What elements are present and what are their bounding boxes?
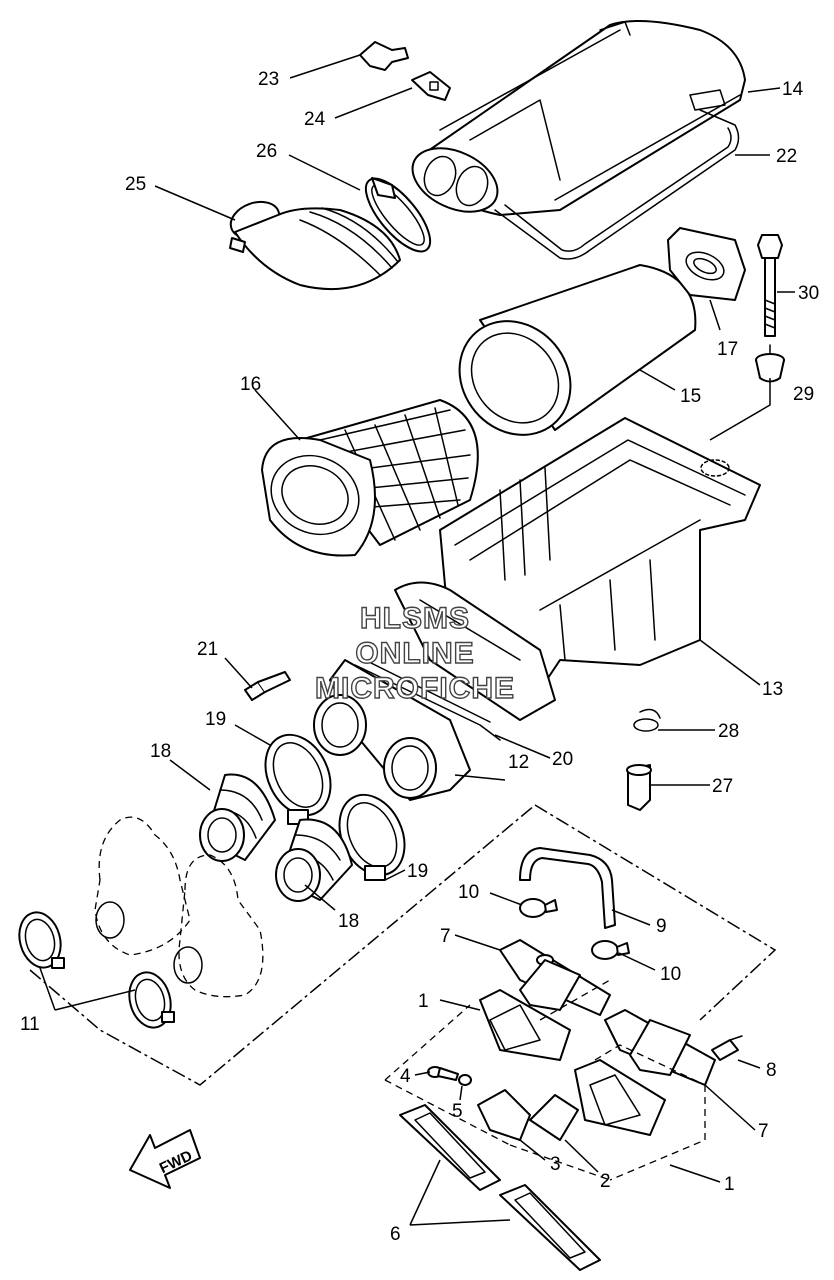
assembly-boundary — [29, 804, 777, 1181]
hose-clip-10-upper — [519, 898, 558, 918]
gasket-20 — [354, 659, 501, 741]
callout-4: 4 — [400, 1066, 411, 1087]
clamp-11-right — [128, 971, 175, 1029]
callout-27: 27 — [712, 776, 733, 797]
screw-4 — [427, 1066, 459, 1081]
carb-joint-18-upper — [199, 773, 276, 862]
watermark-line-3: MICROFICHE — [315, 672, 515, 705]
air-box-case — [394, 417, 761, 721]
screw-21 — [244, 671, 291, 701]
cover-gasket — [494, 109, 740, 260]
callout-11: 11 — [20, 1014, 40, 1035]
callout-19-upper: 19 — [205, 709, 226, 730]
intake-duct — [229, 200, 401, 291]
reed-valve-1-lower — [574, 1059, 666, 1136]
duct-band — [364, 177, 432, 253]
clamp-11-left — [18, 911, 65, 969]
callout-7-lower: 7 — [758, 1121, 769, 1142]
air-box-cover — [411, 20, 746, 216]
clamp-19-upper — [264, 733, 332, 825]
callout-21: 21 — [197, 639, 218, 660]
washer-5 — [458, 1074, 472, 1086]
carburetor-outline — [94, 816, 264, 998]
callout-30: 30 — [798, 283, 819, 304]
callout-17: 17 — [717, 339, 738, 360]
forward-arrow: FWD — [129, 1129, 201, 1189]
callout-15: 15 — [680, 386, 701, 407]
callout-7-upper: 7 — [440, 926, 451, 947]
callout-28: 28 — [718, 721, 739, 742]
reed-stopper-3 — [477, 1089, 531, 1141]
clip-23 — [359, 41, 409, 71]
grommet-29 — [755, 344, 785, 383]
callout-1-upper: 1 — [418, 991, 429, 1012]
callout-8: 8 — [766, 1060, 777, 1081]
plug-27 — [626, 764, 652, 811]
callout-24: 24 — [304, 109, 326, 130]
callout-10-lower: 10 — [660, 964, 681, 985]
callout-23: 23 — [258, 69, 279, 90]
callout-18-upper: 18 — [150, 741, 171, 762]
callout-29: 29 — [793, 384, 814, 405]
seal-17 — [667, 227, 746, 301]
reed-manifold-7-lower — [604, 1009, 716, 1086]
bolt-30 — [757, 234, 783, 337]
bolt-8 — [711, 1035, 743, 1061]
hose-clip-10-lower — [591, 940, 630, 960]
reed-petal-2 — [529, 1094, 579, 1141]
breather-pipe — [519, 847, 616, 929]
reed-valve-1-upper — [479, 989, 571, 1061]
callout-25: 25 — [125, 174, 146, 195]
callout-19-lower: 19 — [407, 861, 428, 882]
callout-26: 26 — [256, 141, 277, 162]
callout-labels: 23 24 14 26 22 25 30 17 16 15 29 13 21 1… — [20, 69, 819, 1245]
callout-14: 14 — [782, 79, 804, 100]
callout-2: 2 — [600, 1171, 611, 1192]
watermark-line-2: ONLINE — [355, 637, 474, 670]
callout-18-lower: 18 — [338, 911, 359, 932]
callout-5: 5 — [452, 1101, 463, 1122]
callout-22: 22 — [776, 146, 797, 167]
watermark: HLSMS ONLINE MICROFICHE — [314, 601, 515, 705]
callout-10-upper: 10 — [458, 882, 479, 903]
clip-24 — [411, 71, 451, 101]
clip-28 — [633, 708, 661, 732]
callout-3: 3 — [550, 1154, 561, 1175]
gasket-6-upper — [399, 1104, 501, 1191]
callout-1-lower: 1 — [724, 1174, 735, 1195]
callout-16: 16 — [240, 374, 261, 395]
clamp-19-lower — [338, 793, 406, 881]
callout-13: 13 — [762, 679, 783, 700]
callout-20: 20 — [552, 749, 573, 770]
intake-joint-12 — [313, 659, 471, 801]
callout-12: 12 — [508, 752, 529, 773]
leader-lines — [39, 54, 795, 1226]
intake-funnel — [261, 399, 479, 557]
callout-9: 9 — [656, 916, 667, 937]
watermark-line-1: HLSMS — [360, 602, 470, 635]
gasket-6-lower — [499, 1184, 601, 1271]
air-filter-element — [458, 264, 697, 436]
callout-6: 6 — [390, 1224, 401, 1245]
